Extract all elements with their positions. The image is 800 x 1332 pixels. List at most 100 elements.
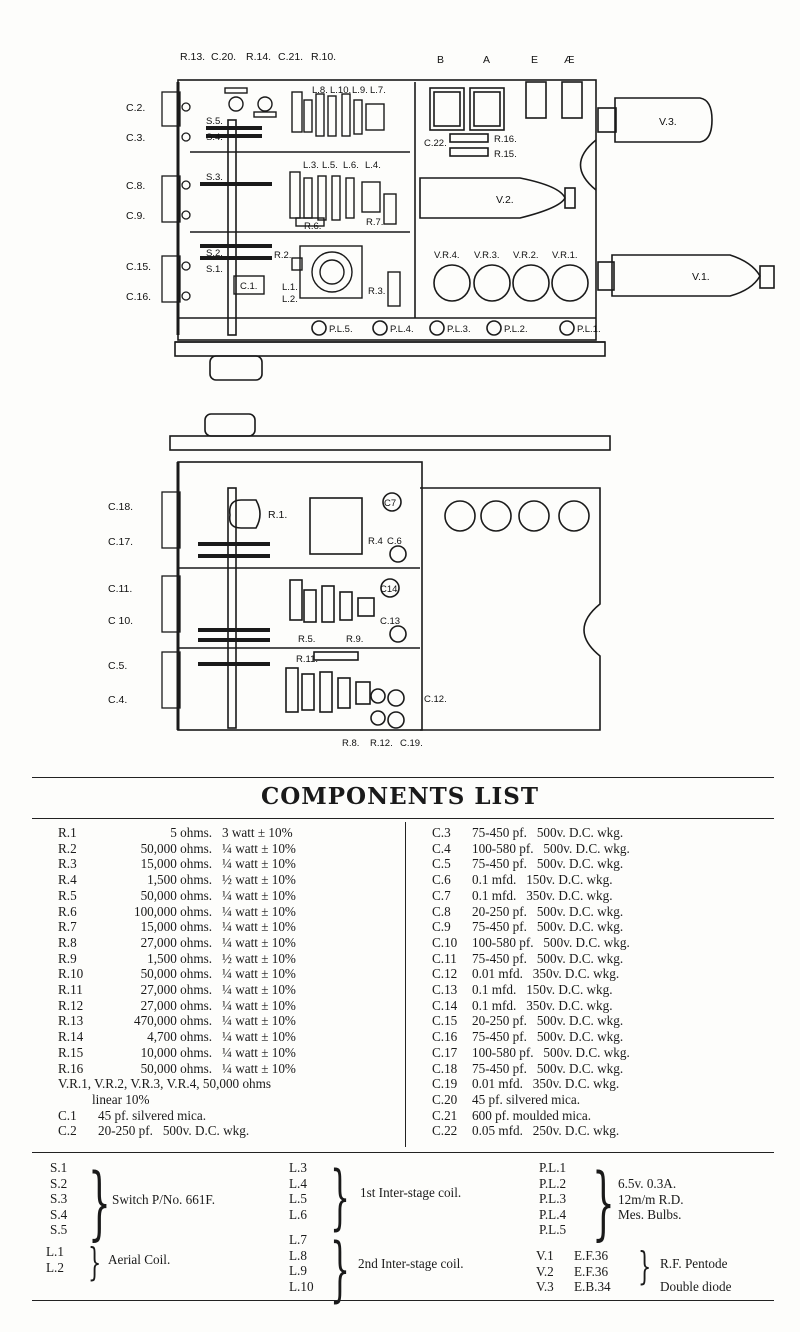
label-vr2: V.R.2. — [513, 250, 539, 261]
resistor-rating: ¼ watt ± 10% — [222, 1013, 296, 1029]
capacitor-name: C.12 — [432, 966, 458, 982]
list-item: S.4 — [50, 1206, 68, 1222]
label-r2: R.2. — [274, 250, 291, 261]
resistor-value: 50,000 ohms. — [140, 887, 212, 903]
label-r5: R.5. — [298, 634, 315, 645]
capacitor-spec: 20-250 pf. 500v. D.C. wkg. — [472, 903, 624, 919]
label-b: B — [437, 54, 444, 66]
label-c16: C.16. — [126, 291, 151, 303]
capacitor-spec: 75-450 pf. 500v. D.C. wkg. — [472, 919, 624, 935]
label-c5: C.5. — [108, 660, 127, 672]
resistor-rating: ¼ watt ± 10% — [222, 966, 296, 982]
list-item: P.L.3 — [539, 1191, 567, 1206]
aerial-desc: Aerial Coil. — [108, 1252, 171, 1267]
capacitor-spec: 100-580 pf. 500v. D.C. wkg. — [472, 934, 630, 950]
label-c3: C.3. — [126, 132, 145, 144]
label-v3: V.3. — [659, 116, 677, 128]
valve-type: E.F.36 — [574, 1263, 609, 1279]
label-c2: C.2. — [126, 102, 145, 114]
label-r12: R.12. — [370, 738, 393, 749]
capacitor-name: C.4 — [432, 840, 451, 856]
label-l9: L.9. — [352, 85, 368, 96]
list-item: S.3 — [50, 1191, 68, 1206]
list-item: 12m/m R.D. — [618, 1191, 684, 1207]
list-item: L.8 — [289, 1247, 307, 1263]
label-r10: R.10. — [311, 51, 336, 63]
capacitor-spec: 600 pf. moulded mica. — [472, 1107, 592, 1123]
label-vr1: V.R.1. — [552, 250, 578, 261]
capacitor-spec: 0.1 mfd. 150v. D.C. wkg. — [472, 982, 613, 998]
resistor-value: 27,000 ohms. — [140, 982, 212, 998]
resistor-rating: ¼ watt ± 10% — [222, 1060, 296, 1076]
resistor-name: R.2 — [58, 840, 77, 856]
capacitor-name: C.2 — [58, 1123, 77, 1139]
resistor-rating: ¼ watt ± 10% — [222, 903, 296, 919]
resistor-rating: ¼ watt ± 10% — [222, 887, 296, 903]
capacitor-name: C.1 — [58, 1107, 77, 1123]
capacitor-spec: 0.1 mfd. 350v. D.C. wkg. — [472, 997, 613, 1013]
list-item: L.10 — [289, 1278, 314, 1294]
label-r11: R.11. — [296, 654, 318, 665]
label-pl2: P.L.2. — [504, 324, 528, 335]
list-item: L.6 — [289, 1206, 307, 1222]
label-pl4: P.L.4. — [390, 324, 414, 335]
label-a: A — [483, 54, 490, 66]
resistor-rating: 3 watt ± 10% — [222, 825, 293, 840]
label-c9: C.9. — [126, 210, 145, 222]
label-v1: V.1. — [692, 271, 710, 283]
valve-name: V.1 — [536, 1248, 554, 1263]
resistor-value: 470,000 ohms. — [133, 1013, 212, 1029]
list-item: L.7 — [289, 1232, 307, 1247]
capacitor-name: C.9 — [432, 919, 451, 935]
rule-title — [32, 818, 774, 819]
list-item: L.2 — [46, 1259, 64, 1275]
list-item: P.L.4 — [539, 1206, 567, 1222]
capacitor-spec: 100-580 pf. 500v. D.C. wkg. — [472, 840, 630, 856]
resistor-name: R.1 — [58, 825, 77, 840]
label-c1: C.1. — [240, 281, 257, 292]
label-c21: C.21. — [278, 51, 303, 63]
resistor-rating: ¼ watt ± 10% — [222, 997, 296, 1013]
capacitor-spec: 0.1 mfd. 350v. D.C. wkg. — [472, 887, 613, 903]
coil2-brace: } — [330, 1228, 351, 1310]
label-c19: C.19. — [400, 738, 423, 749]
label-l3: L.3. — [303, 160, 319, 171]
capacitor-spec: 45 pf. silvered mica. — [472, 1091, 581, 1107]
page-title: COMPONENTS LIST — [260, 783, 540, 810]
label-c20: C.20. — [211, 51, 236, 63]
valve-name: V.3 — [536, 1279, 554, 1294]
column-divider — [405, 822, 406, 1147]
valve-desc-2: Double diode — [660, 1279, 732, 1294]
rule-groups — [32, 1152, 774, 1153]
resistor-name: R.8 — [58, 934, 77, 950]
label-e: E — [531, 54, 538, 66]
valve-desc-1: R.F. Pentode — [660, 1256, 728, 1271]
label-c13: C.13 — [380, 616, 400, 627]
capacitor-name: C.21 — [432, 1107, 458, 1123]
capacitor-spec: 75-450 pf. 500v. D.C. wkg. — [472, 1029, 624, 1045]
label-r8: R.8. — [342, 738, 359, 749]
resistor-value: 15,000 ohms. — [140, 856, 212, 872]
label-c8: C.8. — [126, 180, 145, 192]
resistor-name: R.16 — [58, 1060, 84, 1076]
capacitor-name: C.3 — [432, 825, 451, 840]
list-item: 6.5v. 0.3A. — [618, 1176, 677, 1191]
switch-brace: } — [88, 1156, 111, 1249]
